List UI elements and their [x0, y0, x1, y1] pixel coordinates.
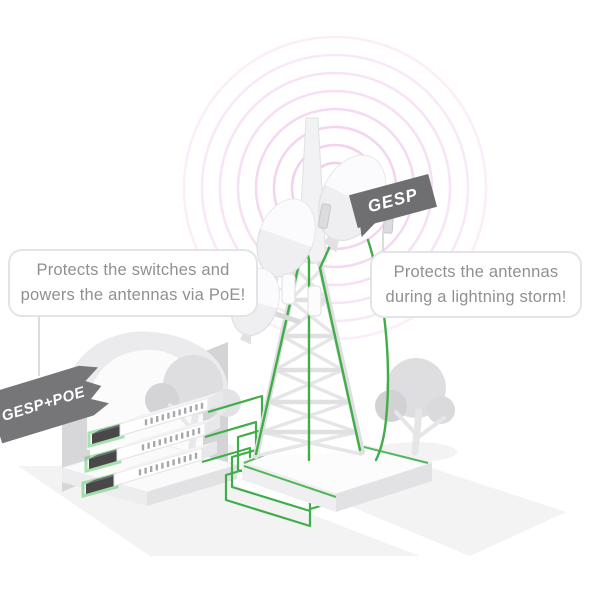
dish-antenna-2 [256, 198, 316, 289]
callout-antenna-protection-text: Protects the antennas during a lightning… [385, 262, 567, 306]
callout-switch-protection-text: Protects the switches and powers the ant… [20, 261, 246, 304]
gesp-product-tag-label: GESP [365, 184, 421, 217]
mast-radio-icons [281, 273, 322, 317]
gesp-poe-product-tag-label: GESP+POE [0, 383, 87, 425]
callout-antenna-protection: Protects the antennas during a lightning… [370, 251, 582, 318]
callout-connector-right [382, 230, 384, 252]
callout-switch-protection: Protects the switches and powers the ant… [8, 249, 258, 317]
callout-connector-left [38, 314, 40, 376]
tree-icon-right [375, 358, 455, 456]
